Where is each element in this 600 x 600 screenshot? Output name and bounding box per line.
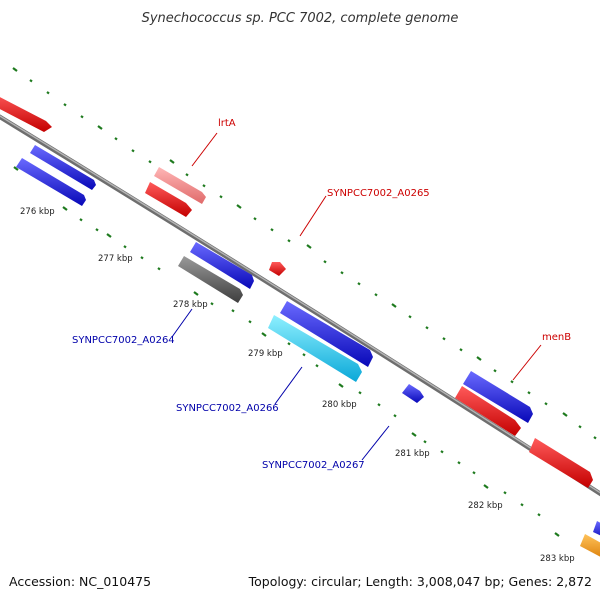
- tick-label: 281 kbp: [395, 449, 430, 459]
- tick-label: 279 kbp: [248, 349, 283, 359]
- genome-backbone: [0, 114, 600, 497]
- gene-arrow-blue-1[interactable]: [30, 145, 96, 190]
- gene-arrow-red-2[interactable]: [145, 182, 192, 217]
- tick-label: 282 kbp: [468, 501, 503, 511]
- outer-tick-ring: [12, 67, 597, 440]
- gene-arrow-A0267[interactable]: [402, 384, 424, 403]
- gene-label-lrtA[interactable]: lrtA: [218, 118, 236, 129]
- gene-arrow-A0266[interactable]: [268, 315, 362, 382]
- accession-text: Accession: NC_010475: [9, 574, 151, 589]
- tick-label: 280 kbp: [322, 400, 357, 410]
- gene-arrow-orange[interactable]: [580, 534, 600, 562]
- gene-arrow-lrtA[interactable]: [154, 167, 206, 204]
- gene-arrow-blue-5[interactable]: [593, 521, 600, 540]
- gene-arrow-A0264[interactable]: [178, 256, 243, 303]
- tick-label: 277 kbp: [98, 254, 133, 264]
- inner-tick-ring: [13, 166, 560, 537]
- tick-label: 283 kbp: [540, 554, 575, 564]
- gene-features: [0, 92, 600, 562]
- gene-arrow-A0265[interactable]: [269, 262, 286, 276]
- gene-arrow-blue-3[interactable]: [190, 242, 254, 289]
- gene-arrow-blue-2[interactable]: [16, 158, 86, 206]
- gene-arrow-red-3[interactable]: [455, 386, 521, 436]
- gene-label-A0266[interactable]: SYNPCC7002_A0266: [176, 403, 279, 414]
- gene-arrow-blue-4[interactable]: [280, 301, 373, 367]
- gene-label-A0267[interactable]: SYNPCC7002_A0267: [262, 460, 365, 471]
- gene-label-A0265[interactable]: SYNPCC7002_A0265: [327, 188, 430, 199]
- map-title: Synechococcus sp. PCC 7002, complete gen…: [142, 11, 459, 26]
- gene-label-menB[interactable]: menB: [542, 332, 571, 343]
- tick-label: 276 kbp: [20, 207, 55, 217]
- tick-labels: 276 kbp 277 kbp 278 kbp 279 kbp 280 kbp …: [20, 207, 575, 564]
- gene-labels: lrtA SYNPCC7002_A0265 menB SYNPCC7002_A0…: [72, 118, 571, 471]
- tick-label: 278 kbp: [173, 300, 208, 310]
- gene-arrow-red-4[interactable]: [529, 438, 593, 488]
- genome-summary-text: Topology: circular; Length: 3,008,047 bp…: [248, 574, 592, 589]
- gene-arrow-menB[interactable]: [463, 371, 533, 423]
- gene-arrow-red-1[interactable]: [0, 92, 52, 132]
- gene-label-A0264[interactable]: SYNPCC7002_A0264: [72, 335, 175, 346]
